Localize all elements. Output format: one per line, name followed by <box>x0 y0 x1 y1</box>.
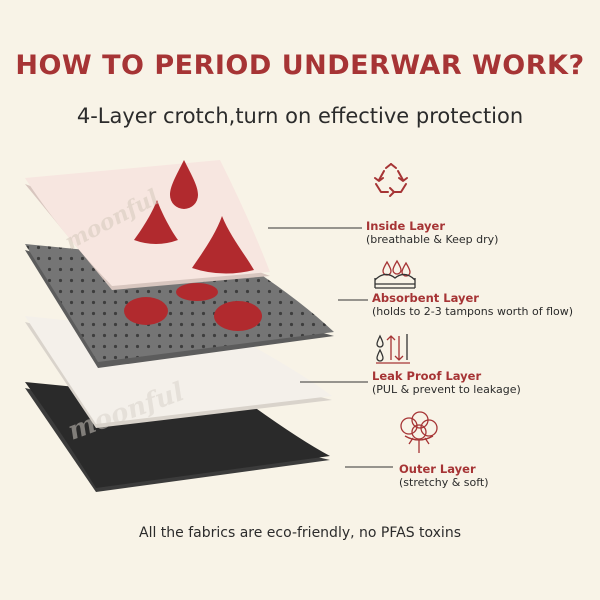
layer-description: (holds to 2-3 tampons worth of flow) <box>372 305 574 318</box>
absorbed-blood-spot <box>214 301 262 331</box>
absorbed-blood-spot <box>124 297 168 325</box>
absorbent-wave-icon <box>374 259 416 289</box>
cotton-flower-icon <box>400 411 438 453</box>
leak-proof-layer-label: Leak Proof Layer (PUL & prevent to leaka… <box>372 369 521 397</box>
leak-proof-icon <box>376 334 410 364</box>
inside-layer-label: Inside Layer (breathable & Keep dry) <box>366 219 498 247</box>
page-subtitle: 4-Layer crotch,turn on effective protect… <box>76 104 524 128</box>
recycle-icon <box>374 163 408 197</box>
absorbent-layer-label: Absorbent Layer (holds to 2-3 tampons wo… <box>372 291 573 319</box>
layer-name: Inside Layer <box>366 219 445 233</box>
layer-name: Leak Proof Layer <box>372 369 482 383</box>
layer-description: (PUL & prevent to leakage) <box>372 383 521 396</box>
eco-friendly-note: All the fabrics are eco-friendly, no PFA… <box>139 525 461 541</box>
inside-layer-sheet <box>25 160 270 290</box>
blood-drop-icon <box>134 200 178 244</box>
blood-drop-icon <box>170 160 198 209</box>
blood-drop-icon <box>192 216 254 274</box>
layer-description: (stretchy & soft) <box>399 476 489 489</box>
page-title: HOW TO PERIOD UNDERWAR WORK? <box>15 50 585 81</box>
layer-description: (breathable & Keep dry) <box>366 233 499 246</box>
layer-name: Outer Layer <box>399 462 476 476</box>
absorbed-blood-spot <box>176 283 218 301</box>
outer-layer-label: Outer Layer (stretchy & soft) <box>399 462 489 490</box>
layer-name: Absorbent Layer <box>372 291 479 305</box>
